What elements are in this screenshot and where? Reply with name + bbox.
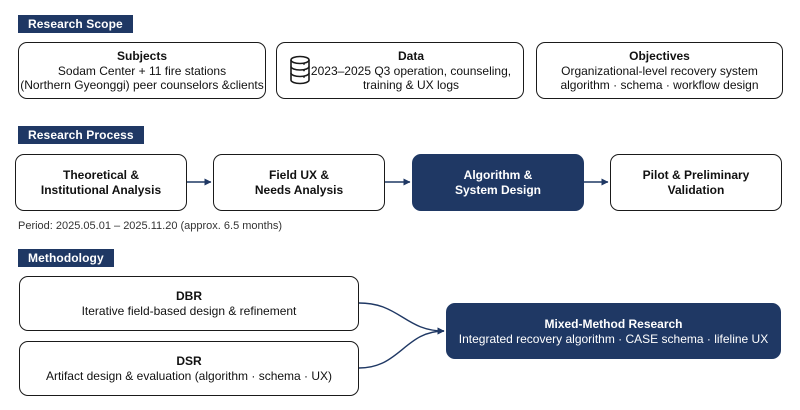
objectives-line-1: Organizational-level recovery system: [561, 64, 758, 78]
database-icon: [290, 55, 310, 85]
objectives-line-2: algorithm · schema · workflow design: [560, 78, 759, 92]
process-step-algorithm: Algorithm & System Design: [412, 154, 584, 211]
objectives-title: Objectives: [629, 49, 690, 63]
research-process-tag: Research Process: [18, 126, 144, 144]
subjects-line-2: (Northern Gyeonggi) peer counselors &cli…: [20, 78, 264, 92]
dsr-title: DSR: [176, 354, 202, 368]
subjects-title: Subjects: [116, 49, 167, 63]
dsr-text: Artifact design & evaluation (algorithm …: [45, 369, 333, 383]
process-step-theoretical: Theoretical & Institutional Analysis: [15, 154, 187, 211]
period-text: Period: 2025.05.01 – 2025.11.20 (approx.…: [18, 220, 282, 232]
mixed-method-text: Integrated recovery algorithm · CASE sch…: [458, 331, 769, 346]
mixed-method-title: Mixed-Method Research: [544, 316, 683, 331]
process-step-label: Field UX & Needs Analysis: [254, 167, 344, 197]
dbr-title: DBR: [176, 289, 202, 303]
dsr-connector: [358, 327, 445, 369]
data-box: Data 2023–2025 Q3 operation, counseling,…: [276, 42, 524, 99]
dsr-box: DSR Artifact design & evaluation (algori…: [19, 341, 359, 396]
process-step-field-ux: Field UX & Needs Analysis: [213, 154, 385, 211]
methodology-tag: Methodology: [18, 249, 114, 267]
process-step-pilot: Pilot & Preliminary Validation: [610, 154, 782, 211]
process-step-label: Pilot & Preliminary Validation: [642, 167, 750, 197]
process-step-label: Theoretical & Institutional Analysis: [40, 167, 162, 197]
subjects-line-1: Sodam Center + 11 fire stations: [57, 64, 227, 78]
research-scope-tag: Research Scope: [18, 15, 133, 33]
mixed-method-box: Mixed-Method Research Integrated recover…: [446, 303, 781, 359]
data-title: Data: [397, 49, 424, 63]
data-line-1: 2023–2025 Q3 operation, counseling,: [310, 64, 512, 78]
dbr-text: Iterative field-based design & refinemen…: [81, 304, 297, 318]
process-step-label: Algorithm & System Design: [454, 167, 542, 197]
objectives-box: Objectives Organizational-level recovery…: [536, 42, 783, 99]
dbr-connector: [358, 302, 445, 335]
data-line-2: training & UX logs: [362, 78, 460, 92]
dbr-box: DBR Iterative field-based design & refin…: [19, 276, 359, 331]
subjects-box: Subjects Sodam Center + 11 fire stations…: [18, 42, 266, 99]
